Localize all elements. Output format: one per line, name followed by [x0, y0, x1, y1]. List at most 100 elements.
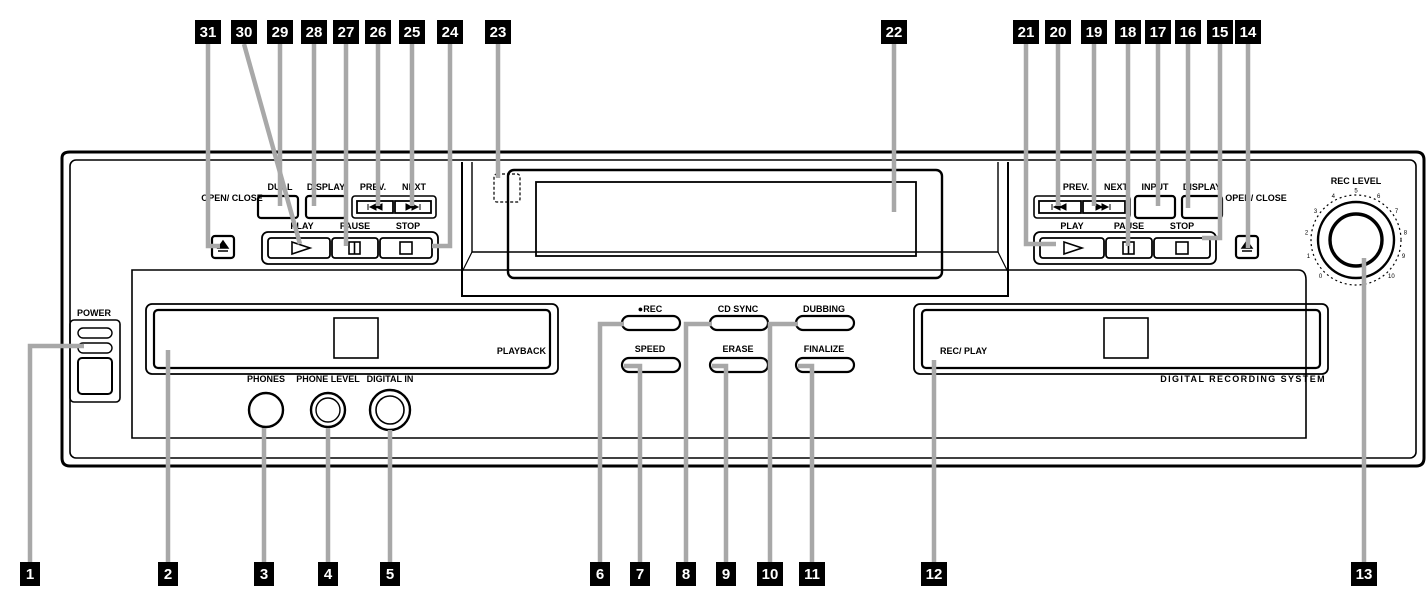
callout-12: 12: [921, 562, 947, 586]
left-stop-label: STOP: [396, 221, 420, 231]
rec-level-tick-label: 7: [1395, 209, 1399, 215]
rec-level-knob[interactable]: [1328, 212, 1384, 268]
svg-text:16: 16: [1180, 24, 1197, 41]
callout-19: 19: [1081, 20, 1107, 44]
left-pause-icon: [348, 241, 361, 255]
rec-level-tick-label: 1: [1307, 254, 1311, 260]
speed-label: SPEED: [635, 344, 666, 354]
callout-10: 10: [757, 562, 783, 586]
function-buttons: ●REC CD SYNC DUBBING SPEED ERASE FINALIZ…: [620, 304, 856, 374]
callout-1: 1: [20, 562, 40, 586]
callout-30: 30: [231, 20, 257, 44]
svg-text:4: 4: [324, 566, 333, 583]
left-stop-icon: [399, 241, 413, 255]
right-open-close-label: OPEN/ CLOSE: [1225, 193, 1287, 203]
left-prev-button[interactable]: [356, 200, 394, 214]
left-eject-icon: [216, 239, 230, 252]
rec-play-disc-tray[interactable]: [920, 308, 1322, 370]
left-next-icon: [405, 203, 421, 211]
callout-2: 2: [158, 562, 178, 586]
remote-sensor: [493, 173, 521, 203]
dubbing-button[interactable]: [794, 314, 856, 332]
callouts: 1 2 3 4 5 6 7 8 9 10 11 12 13 14 15 16 1…: [20, 20, 1377, 586]
svg-text:30: 30: [236, 24, 253, 41]
input-button[interactable]: [1133, 194, 1177, 220]
callout-3: 3: [254, 562, 274, 586]
jack-section: PHONES PHONE LEVEL DIGITAL IN: [247, 374, 413, 432]
callout-8: 8: [676, 562, 696, 586]
svg-text:11: 11: [804, 566, 820, 583]
right-play-button[interactable]: [1039, 237, 1105, 259]
phones-label: PHONES: [247, 374, 285, 384]
phone-level-label: PHONE LEVEL: [296, 374, 360, 384]
callout-26: 26: [365, 20, 391, 44]
left-stop-button[interactable]: [379, 237, 433, 259]
cd-sync-button[interactable]: [708, 314, 770, 332]
svg-text:13: 13: [1356, 566, 1373, 583]
power-indicator: [77, 327, 113, 339]
callout-16: 16: [1175, 20, 1201, 44]
left-open-close-label: OPEN/ CLOSE: [201, 193, 263, 203]
svg-text:29: 29: [272, 24, 289, 41]
rec-level-tick-label: 5: [1354, 189, 1358, 195]
svg-text:26: 26: [370, 24, 387, 41]
callout-15: 15: [1207, 20, 1233, 44]
power-button[interactable]: [77, 357, 113, 395]
svg-text:17: 17: [1150, 24, 1167, 41]
callout-17: 17: [1145, 20, 1171, 44]
svg-text:6: 6: [596, 566, 604, 583]
right-next-label: NEXT: [1104, 182, 1129, 192]
lower-panel: [131, 269, 1307, 439]
callout-20: 20: [1045, 20, 1071, 44]
callout-24: 24: [437, 20, 463, 44]
rec-level-label: REC LEVEL: [1331, 176, 1382, 186]
right-stop-button[interactable]: [1153, 237, 1211, 259]
svg-text:2: 2: [164, 566, 172, 583]
rec-button[interactable]: [620, 314, 682, 332]
rec-level-tick-label: 8: [1404, 231, 1408, 237]
display-housing: [461, 162, 1009, 297]
callout-21: 21: [1013, 20, 1039, 44]
svg-text:9: 9: [722, 566, 730, 583]
callout-7: 7: [630, 562, 650, 586]
playback-disc-tray[interactable]: [152, 308, 552, 370]
erase-label: ERASE: [722, 344, 753, 354]
input-label: INPUT: [1142, 182, 1170, 192]
finalize-button[interactable]: [794, 356, 856, 374]
svg-text:15: 15: [1212, 24, 1229, 41]
callout-11: 11: [799, 562, 825, 586]
left-controls: OPEN/ CLOSE DUAL DISPLAY PREV. NEXT PLAY…: [201, 182, 439, 265]
callout-22: 22: [881, 20, 907, 44]
chassis-inner: [69, 159, 1417, 459]
phone-level-knob[interactable]: [309, 391, 347, 429]
playback-label: PLAYBACK: [497, 346, 547, 356]
speed-button[interactable]: [620, 356, 682, 374]
svg-text:10: 10: [762, 566, 779, 583]
callout-9: 9: [716, 562, 736, 586]
left-play-icon: [291, 240, 313, 256]
rec-label: ●REC: [638, 304, 663, 314]
svg-text:8: 8: [682, 566, 690, 583]
callout-25: 25: [399, 20, 425, 44]
phones-jack[interactable]: [247, 391, 285, 429]
rec-level-tick-label: 4: [1332, 194, 1336, 200]
svg-text:3: 3: [260, 566, 268, 583]
power-section: POWER: [69, 308, 121, 403]
left-pause-button[interactable]: [331, 237, 379, 259]
rec-level-tick-label: 9: [1402, 254, 1406, 260]
callout-27: 27: [333, 20, 359, 44]
right-next-button[interactable]: [1082, 200, 1126, 214]
right-next-icon: [1095, 203, 1111, 211]
svg-text:14: 14: [1240, 24, 1257, 41]
right-prev-label: PREV.: [1063, 182, 1089, 192]
rec-level-tick-label: 6: [1377, 194, 1381, 200]
finalize-label: FINALIZE: [804, 344, 845, 354]
left-play-label: PLAY: [290, 221, 313, 231]
svg-text:25: 25: [404, 24, 421, 41]
svg-text:20: 20: [1050, 24, 1067, 41]
svg-text:18: 18: [1120, 24, 1137, 41]
rec-play-label: REC/ PLAY: [940, 346, 987, 356]
